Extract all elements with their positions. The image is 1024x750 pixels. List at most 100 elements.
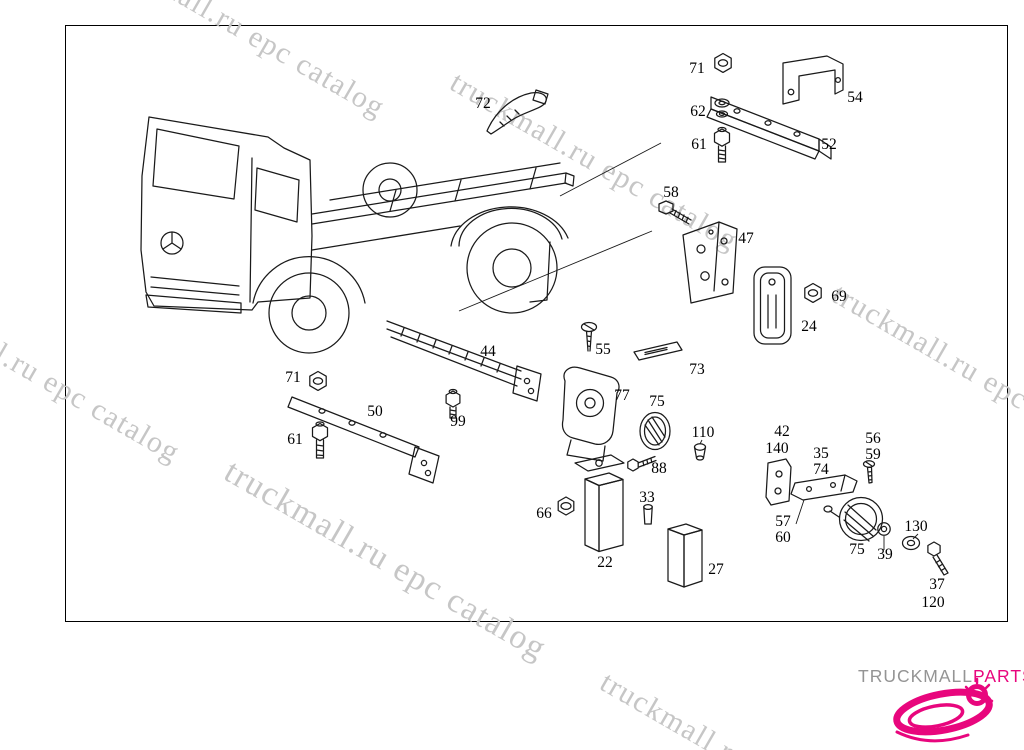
part-number-label: 52 bbox=[821, 136, 837, 153]
part-42-140-plate bbox=[765, 458, 792, 506]
truck-frame-rails bbox=[311, 162, 567, 225]
part-number-label: 77 bbox=[614, 387, 630, 404]
part-number-label: 72 bbox=[475, 95, 491, 112]
part-number-label: 24 bbox=[801, 318, 817, 335]
truck-rear-hub bbox=[492, 248, 532, 288]
part-75-reflector-disc-right bbox=[823, 496, 884, 542]
truck-windshield bbox=[152, 128, 240, 200]
leader-lines bbox=[458, 142, 919, 550]
part-number-label: 88 bbox=[651, 460, 667, 477]
part-number-label: 55 bbox=[595, 341, 611, 358]
part-number-label: 35 bbox=[813, 445, 829, 462]
part-130-washer bbox=[901, 535, 921, 551]
part-44-channel-rail bbox=[386, 320, 542, 402]
part-number-label: 22 bbox=[597, 554, 613, 571]
part-number-label: 71 bbox=[689, 60, 705, 77]
part-number-label: 75 bbox=[849, 541, 865, 558]
leader-line bbox=[458, 230, 653, 312]
truck-frame-end-bracket bbox=[564, 172, 575, 187]
part-number-label: 99 bbox=[450, 413, 466, 430]
logo-text-parts: PARTS bbox=[973, 666, 1024, 686]
truck-spare-hub bbox=[378, 178, 402, 202]
part-number-label: 140 bbox=[765, 440, 789, 457]
part-number-label: 61 bbox=[287, 431, 303, 448]
part-number-label: 60 bbox=[775, 529, 791, 546]
truck-door-line bbox=[249, 157, 253, 303]
watermark-text: truckmall.ru epc catalog bbox=[827, 277, 1024, 469]
part-56-59-screw bbox=[862, 460, 876, 484]
part-number-label: 120 bbox=[921, 594, 945, 611]
part-69-nut bbox=[804, 282, 822, 304]
part-54-bracket bbox=[782, 55, 844, 105]
part-39-washer bbox=[877, 522, 891, 536]
part-number-label: 75 bbox=[649, 393, 665, 410]
part-71-nut-top bbox=[714, 52, 732, 74]
leader-line bbox=[795, 499, 805, 525]
part-number-label: 54 bbox=[847, 89, 863, 106]
truck-bumper bbox=[145, 294, 242, 314]
part-number-label: 73 bbox=[689, 361, 705, 378]
part-number-label: 50 bbox=[367, 403, 383, 420]
truck-grille-lines bbox=[150, 276, 240, 296]
part-number-label: 69 bbox=[831, 288, 847, 305]
part-61-bolt-left bbox=[311, 421, 329, 459]
part-71-nut-left bbox=[309, 370, 327, 392]
part-35-74-angle-bracket bbox=[790, 474, 858, 501]
truck-lower-frame-line bbox=[311, 225, 461, 251]
part-24-pad bbox=[753, 266, 792, 345]
part-22-rubber-block bbox=[574, 454, 625, 553]
part-77-lamp-bracket bbox=[561, 366, 620, 462]
part-number-label: 61 bbox=[691, 136, 707, 153]
part-number-label: 47 bbox=[738, 230, 754, 247]
logo-wordmark: TRUCKMALLPARTS bbox=[858, 666, 1024, 686]
watermark-text: truckmall.ru epc catalog bbox=[218, 453, 553, 668]
part-number-label: 27 bbox=[708, 561, 724, 578]
part-58-screw bbox=[658, 200, 692, 225]
truck-mud-flap bbox=[529, 241, 551, 303]
part-number-labels: 71 54 62 52 61 72 58 47 69 24 55 73 44 9… bbox=[285, 60, 945, 611]
part-62-washer bbox=[714, 98, 730, 118]
part-number-label: 57 bbox=[775, 513, 791, 530]
part-37-120-screw bbox=[927, 541, 949, 576]
part-75-reflector-disc bbox=[639, 411, 671, 451]
part-number-label: 44 bbox=[480, 343, 496, 360]
part-number-label: 59 bbox=[865, 446, 881, 463]
watermark-text: truckmall.ru epc catalog bbox=[92, 0, 391, 124]
part-number-label: 110 bbox=[692, 424, 715, 441]
part-number-label: 42 bbox=[774, 423, 790, 440]
part-55-screw bbox=[580, 321, 598, 352]
watermark-text: truckmall.ru epc catalog bbox=[595, 665, 894, 750]
part-52-support-bar bbox=[706, 96, 832, 160]
part-number-label: 56 bbox=[865, 430, 881, 447]
part-number-label: 39 bbox=[877, 546, 893, 563]
part-47-mounting-plate bbox=[682, 221, 738, 304]
part-number-label: 37 bbox=[929, 576, 945, 593]
leader-line bbox=[559, 142, 662, 197]
truck-front-wheel-arch bbox=[252, 256, 366, 304]
logo-swirl-icon bbox=[893, 677, 994, 743]
part-27-rubber-block bbox=[667, 523, 703, 588]
exploded-parts bbox=[287, 52, 949, 588]
part-99-bolt bbox=[445, 388, 461, 419]
truck-front-wheel bbox=[268, 272, 350, 354]
part-number-label: 33 bbox=[639, 489, 655, 506]
part-number-label: 66 bbox=[536, 505, 552, 522]
part-number-label: 74 bbox=[813, 461, 829, 478]
part-66-nut bbox=[557, 496, 575, 516]
truck-spare-wheel bbox=[362, 162, 418, 218]
truck-rear-fender bbox=[450, 206, 569, 247]
truck-cab-outline bbox=[140, 116, 313, 311]
part-50-support-bar bbox=[287, 396, 440, 484]
part-number-label: 62 bbox=[690, 103, 706, 120]
diagram-border bbox=[65, 25, 1008, 622]
truckmall-logo: TRUCKMALLPARTS bbox=[858, 666, 1024, 743]
truck-illustration bbox=[140, 116, 575, 354]
part-110-rivet bbox=[693, 443, 707, 461]
part-number-label: 58 bbox=[663, 184, 679, 201]
truck-rear-wheel bbox=[466, 222, 558, 314]
part-88-screw bbox=[627, 455, 657, 472]
part-73-strip-plate bbox=[633, 341, 683, 361]
part-number-label: 71 bbox=[285, 369, 301, 386]
